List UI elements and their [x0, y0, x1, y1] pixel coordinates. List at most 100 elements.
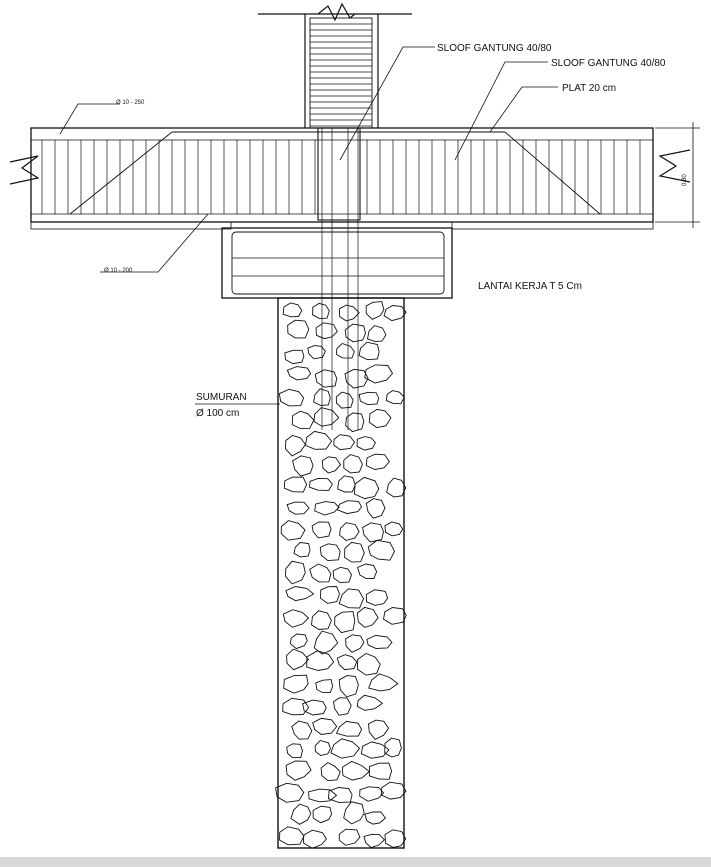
stone	[292, 455, 314, 477]
stone	[365, 301, 385, 320]
stone	[384, 521, 404, 537]
stone	[315, 679, 334, 694]
stone	[344, 323, 366, 343]
label-sumuran-size: Ø 100 cm	[196, 408, 239, 419]
stone	[383, 607, 407, 625]
stone	[291, 720, 313, 740]
stone	[314, 369, 338, 388]
stone	[356, 652, 381, 676]
stone	[345, 412, 365, 433]
stone	[287, 319, 310, 339]
stone	[306, 650, 335, 671]
haunch-right	[504, 131, 601, 215]
stone	[309, 477, 333, 491]
stone	[363, 833, 386, 849]
stone	[302, 699, 327, 716]
stone	[338, 675, 359, 698]
label-sumuran-title: SUMURAN	[196, 392, 247, 403]
stone	[286, 501, 310, 515]
stone	[368, 673, 399, 692]
leader-sloof-1	[339, 46, 435, 161]
column-rebar-cage	[309, 17, 373, 129]
stone	[335, 342, 355, 359]
sumuran-well	[277, 297, 405, 849]
stone	[284, 349, 305, 365]
stone	[367, 539, 396, 561]
stone	[353, 476, 380, 500]
leader-plat	[489, 86, 558, 133]
stone	[344, 541, 365, 563]
stone	[345, 634, 365, 653]
stone	[319, 586, 340, 604]
sloof-slab-outline	[30, 127, 654, 223]
stone	[283, 476, 308, 493]
stone	[334, 611, 356, 634]
stone	[285, 760, 312, 781]
lean-concrete-right	[451, 221, 654, 230]
label-dimension: 0.80	[682, 174, 688, 186]
stone	[357, 563, 378, 579]
lean-concrete-left	[30, 221, 232, 230]
stone	[335, 720, 363, 737]
pile-cap-rebar	[231, 231, 445, 295]
stone	[320, 762, 341, 782]
stone	[368, 719, 390, 740]
stone	[360, 741, 390, 759]
label-lantai-kerja: LANTAI KERJA T 5 Cm	[478, 281, 582, 292]
stone	[275, 782, 305, 803]
stone	[278, 388, 305, 407]
stone	[344, 368, 369, 389]
stone	[364, 364, 394, 384]
pile-cap-outline	[221, 227, 453, 299]
stone	[336, 500, 363, 515]
slab-stirrups	[41, 140, 641, 214]
stone	[362, 522, 384, 543]
bottom-strip	[0, 857, 711, 867]
stone	[327, 787, 353, 803]
stone	[332, 566, 352, 584]
stone	[282, 302, 303, 318]
stone	[315, 322, 338, 340]
stone	[385, 390, 405, 405]
stone	[333, 434, 356, 451]
stone	[343, 801, 365, 825]
stone	[285, 586, 315, 602]
stone	[283, 674, 309, 694]
stone	[279, 826, 305, 846]
stone	[339, 522, 360, 541]
stone	[384, 829, 407, 848]
stone	[366, 634, 393, 649]
label-plat: PLAT 20 cm	[562, 83, 616, 94]
stone	[314, 501, 340, 516]
stone	[290, 803, 312, 825]
stone	[313, 407, 340, 427]
stone	[304, 430, 333, 450]
stone	[289, 633, 308, 650]
stone	[338, 588, 365, 609]
break-symbol-left	[9, 155, 40, 185]
stone-fill	[275, 301, 407, 849]
stone	[307, 345, 326, 360]
stone	[380, 781, 407, 800]
stone	[341, 760, 371, 781]
stone	[330, 738, 361, 759]
stone	[356, 694, 384, 711]
stone	[309, 563, 332, 583]
stone	[280, 520, 306, 541]
stone	[365, 453, 390, 470]
stone	[333, 697, 352, 716]
stone	[338, 828, 361, 846]
stone	[364, 811, 387, 825]
stone	[335, 391, 354, 409]
stone	[314, 739, 331, 756]
column-stub	[317, 127, 361, 221]
stone	[358, 391, 380, 406]
stone	[319, 543, 341, 562]
break-symbol-right	[658, 149, 691, 183]
stone	[291, 410, 315, 430]
stone	[343, 454, 363, 474]
stone	[285, 560, 306, 585]
stone	[312, 302, 330, 319]
label-rebar-bottom: Ø 10 - 200	[104, 268, 133, 274]
stone	[337, 475, 356, 493]
